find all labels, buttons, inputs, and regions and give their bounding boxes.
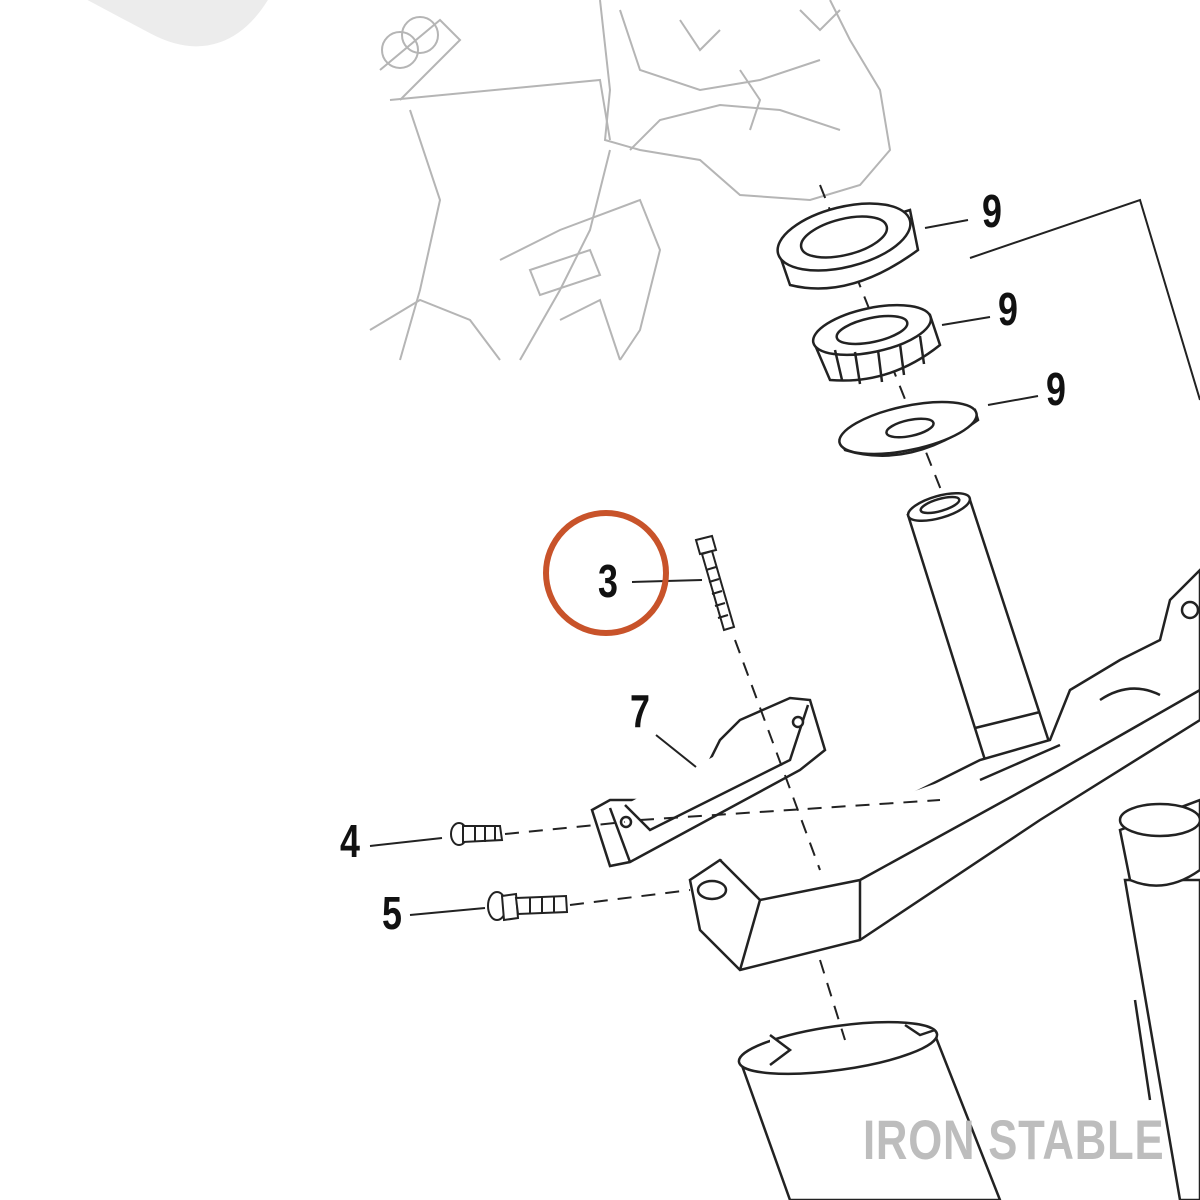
steering-stem — [906, 491, 1052, 762]
callout-9-bearing: 9 — [998, 283, 1018, 335]
alignment-lines — [504, 639, 941, 1041]
lower-fork-bracket — [688, 568, 1200, 972]
screw-4 — [450, 822, 504, 846]
callout-7: 7 — [630, 685, 650, 737]
fork-tube-right — [1118, 798, 1200, 1200]
callout-5: 5 — [382, 887, 402, 939]
brand-watermark: IRON STABLE — [862, 1108, 1164, 1171]
screw-5 — [487, 891, 569, 922]
highlight-ring — [543, 510, 669, 636]
dust-shield-washer — [838, 400, 980, 457]
long-bolt — [694, 534, 736, 632]
bearing-cup — [776, 202, 920, 290]
leader-lines — [369, 198, 1200, 916]
callout-9-cup: 9 — [982, 185, 1002, 237]
cable-bracket — [590, 696, 827, 868]
callout-9-washer: 9 — [1046, 363, 1066, 415]
callout-4: 4 — [340, 815, 360, 867]
callout-3: 3 — [598, 555, 618, 607]
lower-fork-tube — [737, 1020, 1002, 1200]
frame-neck-faded — [369, 0, 892, 361]
tapered-roller-bearing — [811, 303, 942, 385]
